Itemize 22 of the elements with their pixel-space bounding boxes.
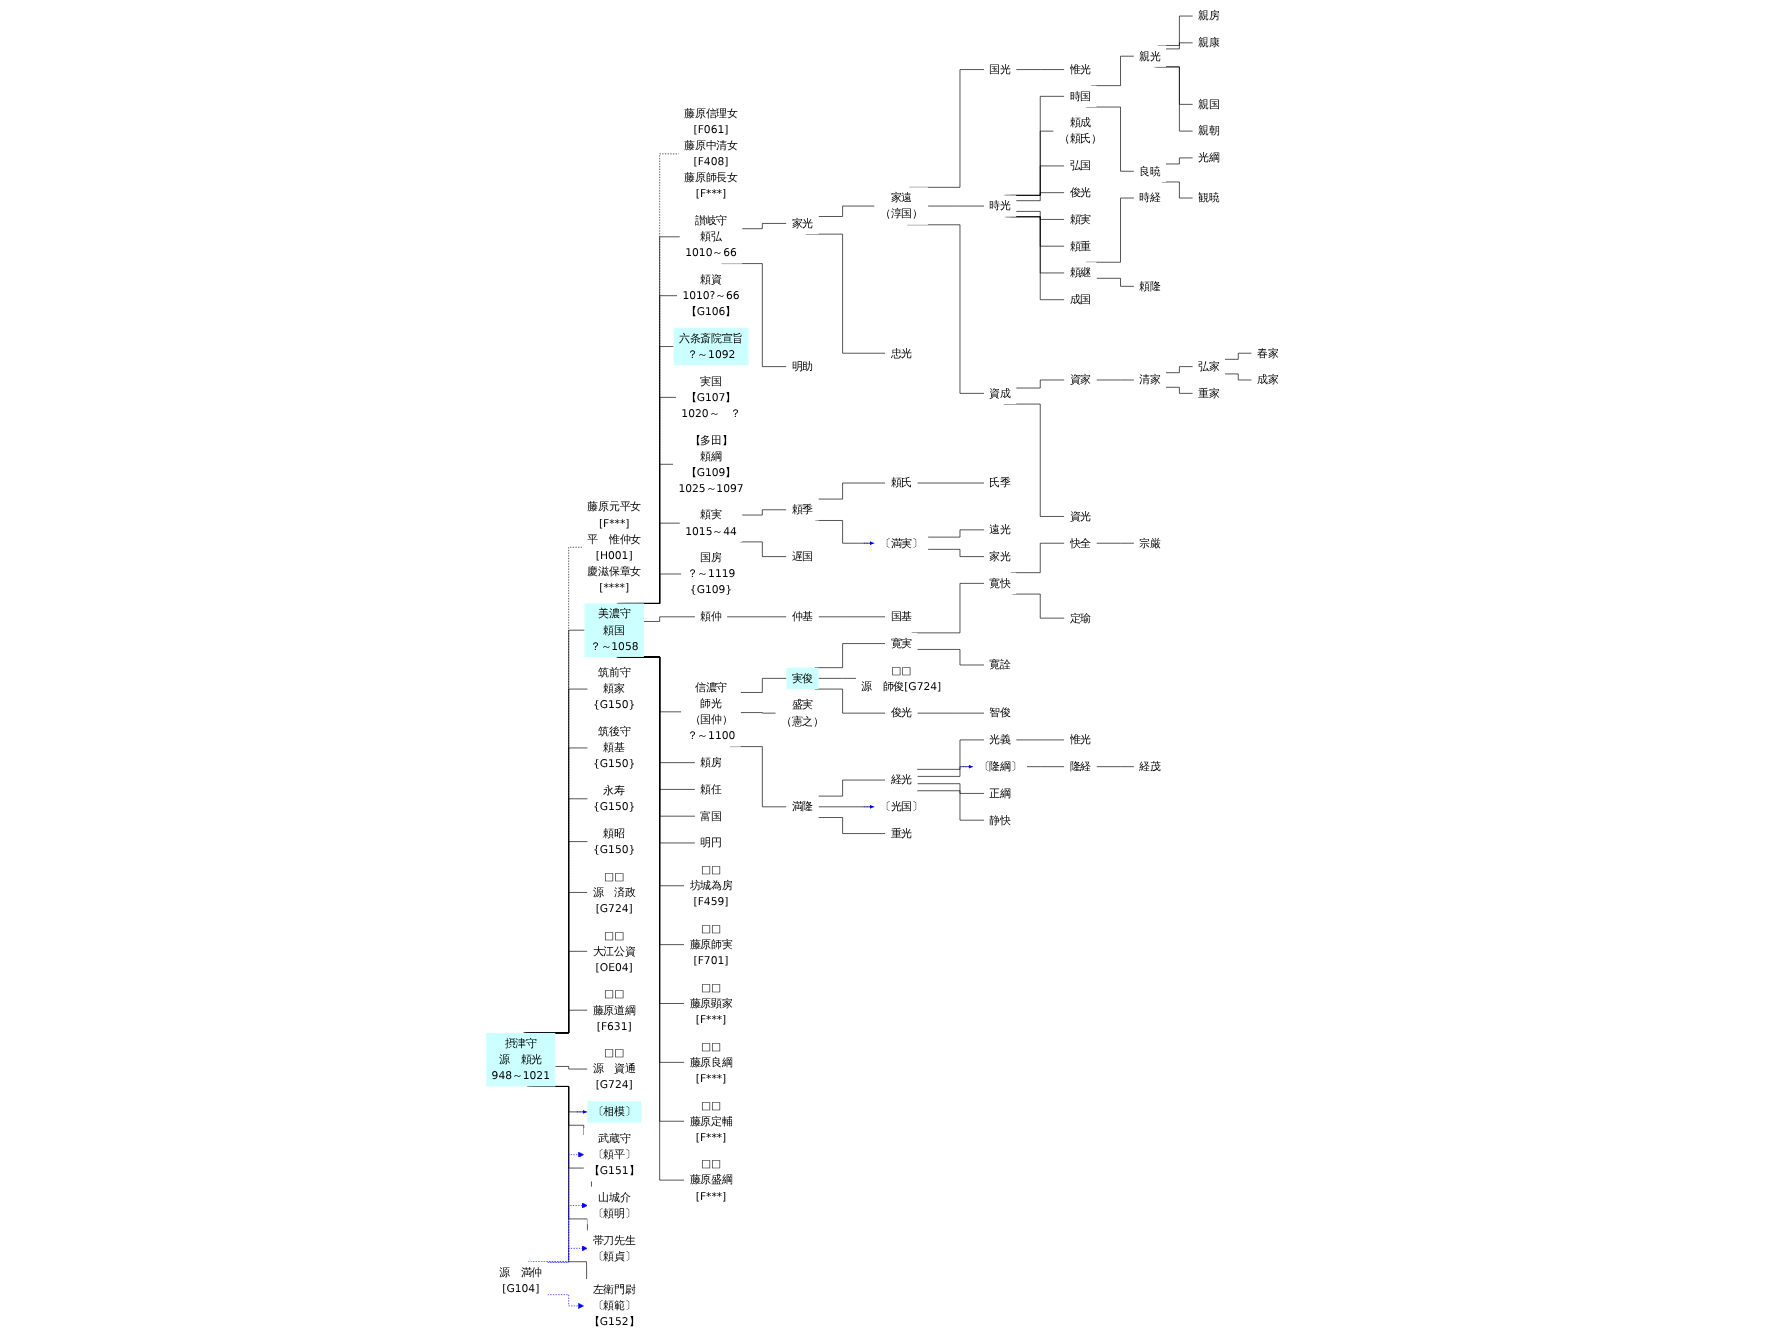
connector bbox=[1010, 165, 1065, 196]
connector bbox=[916, 739, 985, 770]
connector bbox=[740, 678, 787, 693]
connector bbox=[927, 549, 985, 557]
connector bbox=[917, 766, 974, 777]
connector bbox=[1015, 192, 1065, 202]
connector bbox=[818, 817, 886, 834]
connector bbox=[917, 649, 985, 666]
connector bbox=[818, 205, 875, 217]
connector bbox=[916, 790, 985, 821]
connector bbox=[818, 482, 886, 500]
connector bbox=[1165, 157, 1194, 165]
connector bbox=[911, 583, 985, 634]
connector bbox=[1015, 211, 1065, 220]
connector bbox=[917, 783, 985, 794]
connector bbox=[1153, 66, 1194, 132]
connector bbox=[814, 688, 886, 714]
connector bbox=[1161, 181, 1194, 199]
connector bbox=[818, 779, 886, 797]
connector bbox=[1090, 55, 1135, 86]
connector bbox=[1165, 42, 1194, 50]
connector bbox=[1096, 277, 1135, 287]
